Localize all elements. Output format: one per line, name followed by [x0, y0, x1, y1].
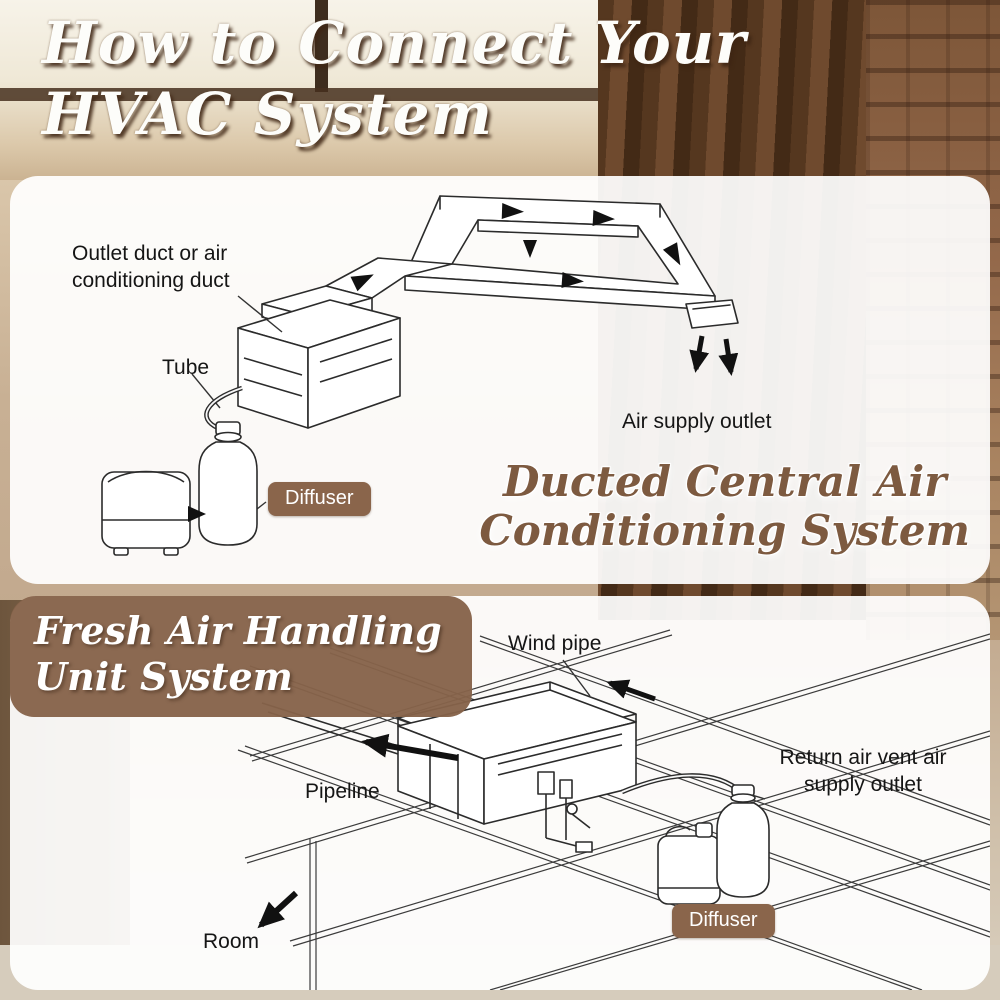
diffuser-bottle-icon [198, 421, 258, 546]
duct-loop [325, 195, 739, 329]
outlet-duct-label: Outlet duct or air conditioning duct [72, 242, 230, 293]
ducted-system-title: Ducted Central Air Conditioning System [479, 457, 970, 555]
ducted-system-panel: Outlet duct or air conditioning duct Tub… [10, 176, 990, 584]
tube-line [204, 385, 243, 431]
return-air-label: Return air vent air supply outlet [752, 744, 974, 799]
ducted-system-title-line1: Ducted Central Air [503, 457, 947, 506]
air-supply-outlet-label: Air supply outlet [622, 410, 772, 433]
tube-line [621, 773, 743, 795]
fresh-air-heading-line1: Fresh Air Handling [34, 608, 442, 653]
fresh-air-heading-line2: Unit System [34, 654, 293, 700]
window-frame-bar [315, 0, 328, 92]
return-air-label-line2: supply outlet [804, 773, 922, 797]
fresh-air-drawing [237, 629, 990, 990]
page-title: How to Connect Your HVAC System [42, 8, 746, 150]
wind-pipe-label: Wind pipe [508, 632, 602, 655]
scent-machine-icon [657, 822, 721, 905]
ducted-system-drawing [101, 195, 739, 556]
page-title-line2: HVAC System [42, 79, 493, 148]
fresh-air-panel: Fresh Air Handling Unit System Wind pipe… [10, 596, 990, 990]
room-label: Room [203, 930, 260, 953]
airflow-arrows [350, 203, 681, 292]
ahu-unit [237, 285, 401, 429]
scent-machine-icon [101, 470, 191, 556]
page-title-line1: How to Connect Your [42, 9, 747, 77]
machine-arrow [188, 506, 206, 522]
ducted-system-title-line2: Conditioning System [479, 505, 970, 555]
diffuser-badge: Diffuser [268, 482, 371, 516]
flow-arrows [257, 679, 656, 929]
fresh-air-heading: Fresh Air Handling Unit System [10, 596, 472, 717]
diffuser-bottle-icon [716, 784, 770, 898]
diffuser-badge: Diffuser [672, 904, 775, 938]
window-sill [0, 88, 600, 101]
tube-label: Tube [162, 356, 210, 379]
air-supply-arrows [689, 335, 739, 376]
return-air-label-line1: Return air vent air [779, 746, 947, 769]
pipeline-label: Pipeline [305, 780, 380, 803]
